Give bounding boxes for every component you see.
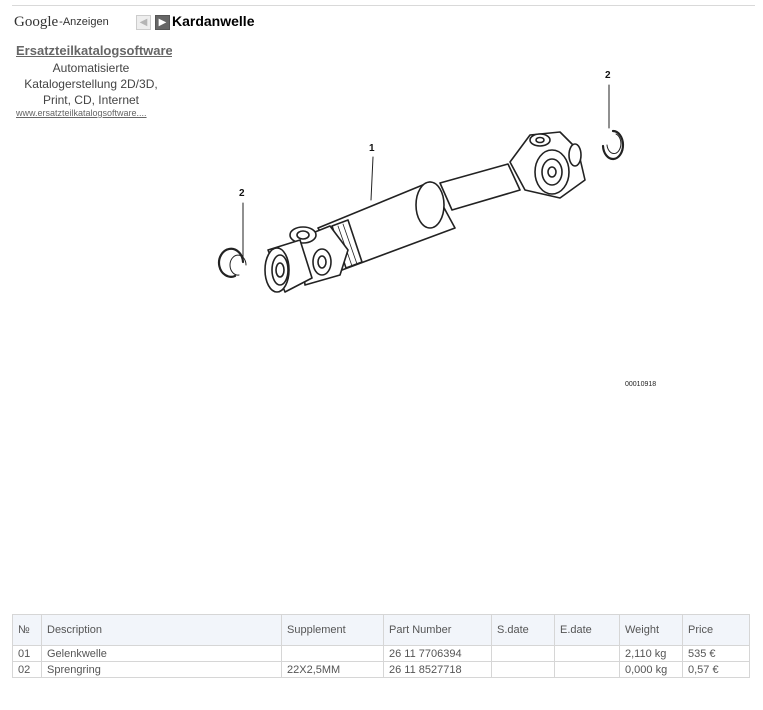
cell-description: Sprengring	[41, 661, 282, 678]
cell-edate	[554, 645, 620, 662]
ad-line: Print, CD, Internet	[42, 93, 140, 107]
next-button[interactable]: ▶	[155, 15, 170, 30]
cell-description: Gelenkwelle	[41, 645, 282, 662]
col-price: Price	[682, 614, 750, 646]
google-logo: Google	[14, 13, 59, 30]
parts-table: № Description Supplement Part Number S.d…	[12, 614, 750, 678]
diagram-label-shaft: 1	[369, 143, 375, 154]
ad-line: Automatisierte	[52, 61, 130, 75]
table-row: 02 Sprengring 22X2,5MM 26 11 8527718 0,0…	[12, 661, 750, 678]
col-sdate: S.date	[491, 614, 555, 646]
cell-price: 0,57 €	[682, 661, 750, 678]
cell-price: 535 €	[682, 645, 750, 662]
anzeigen-label: -Anzeigen	[59, 16, 109, 28]
table-row: 01 Gelenkwelle 26 11 7706394 2,110 kg 53…	[12, 645, 750, 662]
ad-line: Katalogerstellung 2D/3D,	[24, 77, 158, 91]
col-number: №	[12, 614, 42, 646]
cell-edate	[554, 661, 620, 678]
diagram-label-ring-right: 2	[605, 70, 611, 81]
cell-part-number: 26 11 7706394	[383, 645, 492, 662]
col-weight: Weight	[619, 614, 683, 646]
cell-supplement: 22X2,5MM	[281, 661, 384, 678]
diagram-code: 00010918	[625, 381, 657, 388]
col-part-number: Part Number	[383, 614, 492, 646]
diagram-label-ring-left: 2	[239, 188, 245, 199]
chevron-right-icon: ▶	[158, 16, 167, 28]
table-header-row: № Description Supplement Part Number S.d…	[12, 614, 750, 646]
cell-number: 01	[12, 645, 42, 662]
cell-part-number: 26 11 8527718	[383, 661, 492, 678]
drive-shaft-illustration	[217, 84, 625, 293]
cell-weight: 0,000 kg	[619, 661, 683, 678]
ad-title-link[interactable]: Ersatzteilkatalogsoftware	[16, 43, 172, 58]
cell-sdate	[491, 661, 555, 678]
top-divider	[12, 5, 755, 6]
google-ads-label: Google -Anzeigen	[14, 12, 109, 32]
col-supplement: Supplement	[281, 614, 384, 646]
col-description: Description	[41, 614, 282, 646]
text-ad: Ersatzteilkatalogsoftware Automatisierte…	[16, 43, 172, 118]
chevron-left-icon: ◀	[139, 16, 148, 28]
page-title: Kardanwelle	[172, 13, 255, 29]
col-edate: E.date	[554, 614, 620, 646]
cell-number: 02	[12, 661, 42, 678]
ad-url-link[interactable]: www.ersatzteilkatalogsoftware....	[16, 108, 147, 118]
cell-sdate	[491, 645, 555, 662]
cell-weight: 2,110 kg	[619, 645, 683, 662]
ad-description: Automatisierte Katalogerstellung 2D/3D, …	[16, 60, 166, 108]
parts-diagram: 1 2 2 00010918	[217, 70, 657, 388]
cell-supplement	[281, 645, 384, 662]
previous-button[interactable]: ◀	[136, 15, 151, 30]
